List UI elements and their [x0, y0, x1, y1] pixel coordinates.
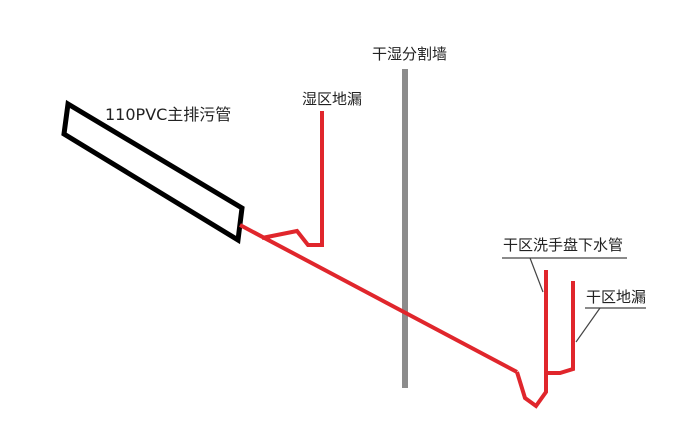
main-drain-line: [239, 223, 518, 374]
dry-floor-drain-label: 干区地漏: [586, 288, 647, 306]
wet-floor-drain-label: 湿区地漏: [302, 90, 363, 108]
basin-label-leader: [529, 257, 544, 293]
main-sewage-pipe: [61, 99, 245, 245]
dry-label-leader: [575, 307, 601, 343]
basin-drain-pipe-label: 干区洗手盘下水管: [503, 236, 624, 254]
basin-drain-pipe: [515, 270, 548, 409]
dry-floor-drain-pipe: [546, 281, 575, 375]
main-pipe-label: 110PVC主排污管: [105, 105, 232, 124]
wet-floor-drain-pipe: [261, 111, 324, 247]
partition-wall-label: 干湿分割墙: [372, 45, 448, 63]
